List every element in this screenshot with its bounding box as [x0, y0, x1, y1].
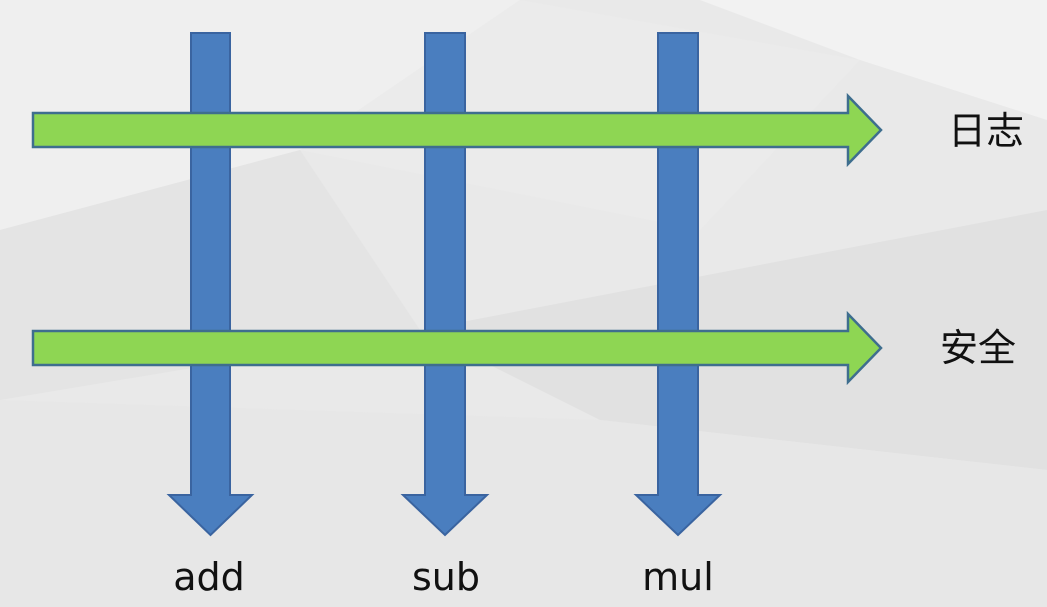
column-label-sub: sub: [411, 555, 481, 599]
horizontal-arrow-security: [31, 310, 883, 386]
vertical-arrow-mul: [633, 32, 723, 537]
vertical-arrow-add: [166, 32, 255, 537]
column-label-mul: mul: [642, 555, 714, 599]
row-label-security: 安全: [940, 326, 1017, 370]
vertical-arrow-sub: [400, 32, 490, 537]
row-label-log: 日志: [948, 109, 1025, 153]
vertical-arrows: [166, 32, 723, 537]
horizontal-arrows: [31, 92, 883, 386]
horizontal-arrow-log: [31, 92, 883, 168]
column-label-add: add: [173, 555, 245, 599]
